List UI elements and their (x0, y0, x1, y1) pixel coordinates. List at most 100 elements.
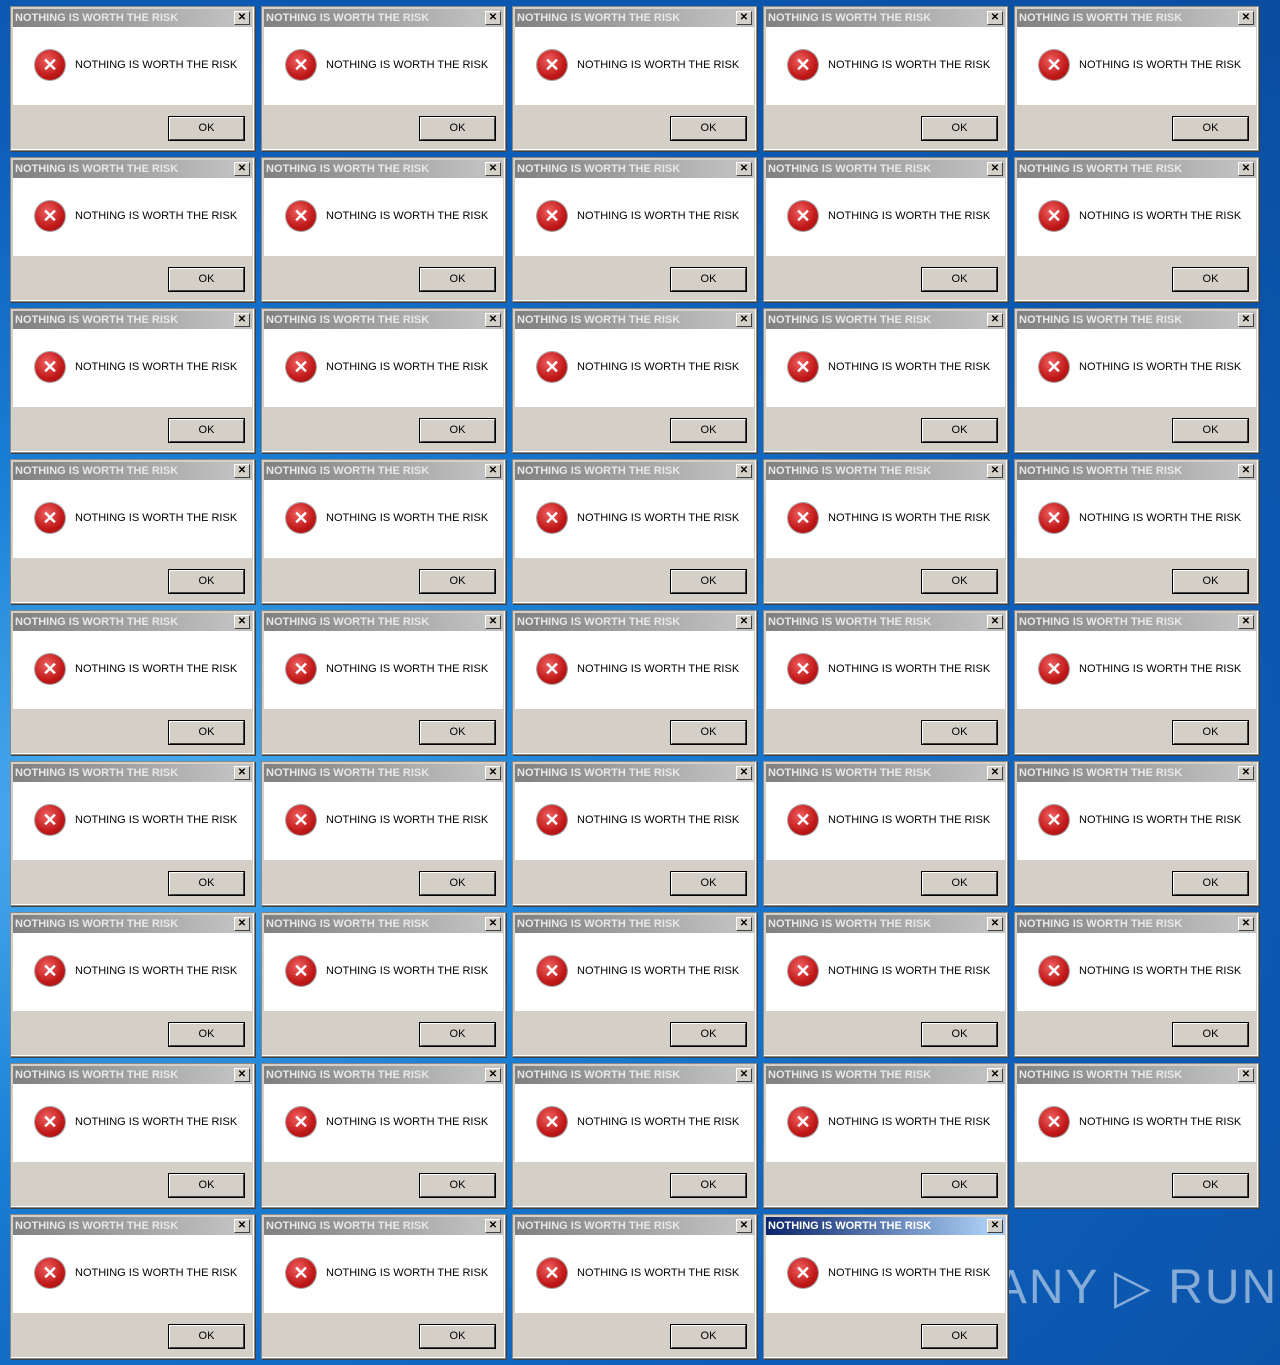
close-button[interactable]: ✕ (234, 1219, 250, 1233)
error-dialog[interactable]: NOTHING IS WORTH THE RISK ✕ ✕ NOTHING IS… (10, 610, 255, 755)
error-dialog[interactable]: NOTHING IS WORTH THE RISK ✕ ✕ NOTHING IS… (261, 1063, 506, 1208)
close-button[interactable]: ✕ (987, 464, 1003, 478)
dialog-title-bar[interactable]: NOTHING IS WORTH THE RISK (1017, 311, 1234, 329)
ok-button[interactable]: OK (1172, 720, 1249, 745)
close-button[interactable]: ✕ (1238, 917, 1254, 931)
dialog-title-bar[interactable]: NOTHING IS WORTH THE RISK (1017, 764, 1234, 782)
close-button[interactable]: ✕ (987, 917, 1003, 931)
error-dialog[interactable]: NOTHING IS WORTH THE RISK ✕ ✕ NOTHING IS… (10, 6, 255, 151)
ok-button[interactable]: OK (1172, 569, 1249, 594)
ok-button[interactable]: OK (670, 267, 747, 292)
active-error-dialog[interactable]: NOTHING IS WORTH THE RISK ✕ ✕ NOTHING IS… (763, 1214, 1008, 1359)
ok-button[interactable]: OK (168, 1022, 245, 1047)
ok-button[interactable]: OK (168, 871, 245, 896)
ok-button[interactable]: OK (168, 1173, 245, 1198)
error-dialog[interactable]: NOTHING IS WORTH THE RISK ✕ ✕ NOTHING IS… (763, 912, 1008, 1057)
ok-button[interactable]: OK (419, 720, 496, 745)
close-button[interactable]: ✕ (485, 1219, 501, 1233)
ok-button[interactable]: OK (168, 267, 245, 292)
ok-button[interactable]: OK (921, 1324, 998, 1349)
close-button[interactable]: ✕ (1238, 615, 1254, 629)
dialog-title-bar[interactable]: NOTHING IS WORTH THE RISK (13, 915, 230, 933)
dialog-title-bar[interactable]: NOTHING IS WORTH THE RISK (515, 311, 732, 329)
dialog-title-bar[interactable]: NOTHING IS WORTH THE RISK (13, 1066, 230, 1084)
ok-button[interactable]: OK (1172, 267, 1249, 292)
dialog-title-bar[interactable]: NOTHING IS WORTH THE RISK (13, 9, 230, 27)
ok-button[interactable]: OK (921, 871, 998, 896)
error-dialog[interactable]: NOTHING IS WORTH THE RISK ✕ ✕ NOTHING IS… (1014, 459, 1259, 604)
error-dialog[interactable]: NOTHING IS WORTH THE RISK ✕ ✕ NOTHING IS… (512, 6, 757, 151)
close-button[interactable]: ✕ (485, 766, 501, 780)
dialog-title-bar[interactable]: NOTHING IS WORTH THE RISK (264, 9, 481, 27)
close-button[interactable]: ✕ (485, 11, 501, 25)
ok-button[interactable]: OK (168, 720, 245, 745)
error-dialog[interactable]: NOTHING IS WORTH THE RISK ✕ ✕ NOTHING IS… (763, 1063, 1008, 1208)
dialog-title-bar[interactable]: NOTHING IS WORTH THE RISK (1017, 462, 1234, 480)
close-button[interactable]: ✕ (736, 1219, 752, 1233)
error-dialog[interactable]: NOTHING IS WORTH THE RISK ✕ ✕ NOTHING IS… (1014, 761, 1259, 906)
error-dialog[interactable]: NOTHING IS WORTH THE RISK ✕ ✕ NOTHING IS… (10, 1214, 255, 1359)
dialog-title-bar[interactable]: NOTHING IS WORTH THE RISK (1017, 613, 1234, 631)
error-dialog[interactable]: NOTHING IS WORTH THE RISK ✕ ✕ NOTHING IS… (763, 6, 1008, 151)
error-dialog[interactable]: NOTHING IS WORTH THE RISK ✕ ✕ NOTHING IS… (10, 157, 255, 302)
ok-button[interactable]: OK (1172, 116, 1249, 141)
error-dialog[interactable]: NOTHING IS WORTH THE RISK ✕ ✕ NOTHING IS… (10, 761, 255, 906)
dialog-title-bar[interactable]: NOTHING IS WORTH THE RISK (264, 1066, 481, 1084)
close-button[interactable]: ✕ (1238, 162, 1254, 176)
error-dialog[interactable]: NOTHING IS WORTH THE RISK ✕ ✕ NOTHING IS… (512, 1063, 757, 1208)
error-dialog[interactable]: NOTHING IS WORTH THE RISK ✕ ✕ NOTHING IS… (261, 1214, 506, 1359)
close-button[interactable]: ✕ (234, 766, 250, 780)
dialog-title-bar[interactable]: NOTHING IS WORTH THE RISK (766, 613, 983, 631)
close-button[interactable]: ✕ (234, 11, 250, 25)
dialog-title-bar[interactable]: NOTHING IS WORTH THE RISK (264, 764, 481, 782)
close-button[interactable]: ✕ (987, 313, 1003, 327)
error-dialog[interactable]: NOTHING IS WORTH THE RISK ✕ ✕ NOTHING IS… (10, 459, 255, 604)
dialog-title-bar[interactable]: NOTHING IS WORTH THE RISK (515, 9, 732, 27)
dialog-title-bar[interactable]: NOTHING IS WORTH THE RISK (766, 160, 983, 178)
ok-button[interactable]: OK (419, 1324, 496, 1349)
close-button[interactable]: ✕ (1238, 1068, 1254, 1082)
error-dialog[interactable]: NOTHING IS WORTH THE RISK ✕ ✕ NOTHING IS… (261, 912, 506, 1057)
close-button[interactable]: ✕ (736, 162, 752, 176)
close-button[interactable]: ✕ (736, 313, 752, 327)
dialog-title-bar[interactable]: NOTHING IS WORTH THE RISK (264, 613, 481, 631)
ok-button[interactable]: OK (168, 116, 245, 141)
ok-button[interactable]: OK (419, 116, 496, 141)
error-dialog[interactable]: NOTHING IS WORTH THE RISK ✕ ✕ NOTHING IS… (1014, 1063, 1259, 1208)
dialog-title-bar[interactable]: NOTHING IS WORTH THE RISK (766, 9, 983, 27)
ok-button[interactable]: OK (419, 871, 496, 896)
close-button[interactable]: ✕ (736, 615, 752, 629)
error-dialog[interactable]: NOTHING IS WORTH THE RISK ✕ ✕ NOTHING IS… (763, 459, 1008, 604)
error-dialog[interactable]: NOTHING IS WORTH THE RISK ✕ ✕ NOTHING IS… (763, 157, 1008, 302)
ok-button[interactable]: OK (670, 1173, 747, 1198)
dialog-title-bar[interactable]: NOTHING IS WORTH THE RISK (515, 160, 732, 178)
close-button[interactable]: ✕ (485, 615, 501, 629)
error-dialog[interactable]: NOTHING IS WORTH THE RISK ✕ ✕ NOTHING IS… (261, 459, 506, 604)
ok-button[interactable]: OK (168, 569, 245, 594)
dialog-title-bar[interactable]: NOTHING IS WORTH THE RISK (1017, 915, 1234, 933)
ok-button[interactable]: OK (921, 267, 998, 292)
ok-button[interactable]: OK (921, 1173, 998, 1198)
dialog-title-bar[interactable]: NOTHING IS WORTH THE RISK (264, 1217, 481, 1235)
error-dialog[interactable]: NOTHING IS WORTH THE RISK ✕ ✕ NOTHING IS… (512, 912, 757, 1057)
dialog-title-bar[interactable]: NOTHING IS WORTH THE RISK (264, 160, 481, 178)
ok-button[interactable]: OK (670, 720, 747, 745)
ok-button[interactable]: OK (921, 1022, 998, 1047)
close-button[interactable]: ✕ (1238, 11, 1254, 25)
dialog-title-bar[interactable]: NOTHING IS WORTH THE RISK (515, 764, 732, 782)
error-dialog[interactable]: NOTHING IS WORTH THE RISK ✕ ✕ NOTHING IS… (1014, 157, 1259, 302)
dialog-title-bar[interactable]: NOTHING IS WORTH THE RISK (13, 311, 230, 329)
error-dialog[interactable]: NOTHING IS WORTH THE RISK ✕ ✕ NOTHING IS… (10, 912, 255, 1057)
close-button[interactable]: ✕ (1238, 313, 1254, 327)
error-dialog[interactable]: NOTHING IS WORTH THE RISK ✕ ✕ NOTHING IS… (1014, 912, 1259, 1057)
close-button[interactable]: ✕ (485, 162, 501, 176)
ok-button[interactable]: OK (419, 569, 496, 594)
dialog-title-bar[interactable]: NOTHING IS WORTH THE RISK (515, 1066, 732, 1084)
error-dialog[interactable]: NOTHING IS WORTH THE RISK ✕ ✕ NOTHING IS… (10, 1063, 255, 1208)
close-button[interactable]: ✕ (987, 162, 1003, 176)
close-button[interactable]: ✕ (987, 1219, 1003, 1233)
ok-button[interactable]: OK (419, 267, 496, 292)
close-button[interactable]: ✕ (736, 917, 752, 931)
error-dialog[interactable]: NOTHING IS WORTH THE RISK ✕ ✕ NOTHING IS… (512, 1214, 757, 1359)
error-dialog[interactable]: NOTHING IS WORTH THE RISK ✕ ✕ NOTHING IS… (1014, 610, 1259, 755)
